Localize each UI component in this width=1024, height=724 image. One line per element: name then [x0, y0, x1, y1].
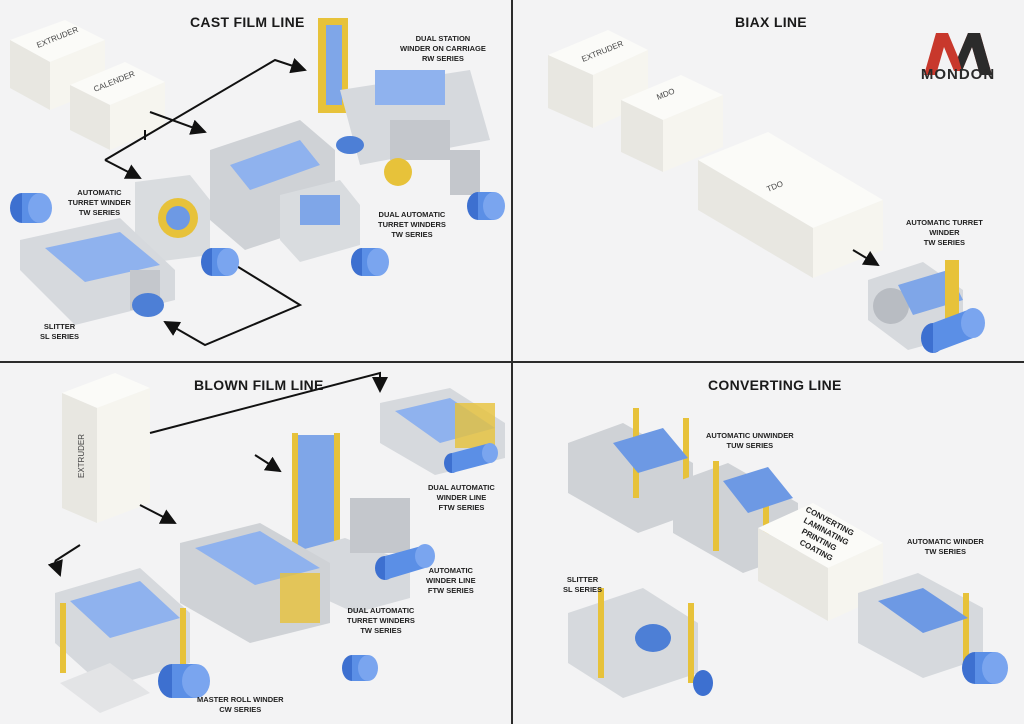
- automatic-unwinder-machine: [568, 408, 798, 573]
- extruder-label: EXTRUDER: [77, 434, 86, 478]
- cast-film-line-title: CAST FILM LINE: [190, 14, 305, 30]
- mondon-logo: [924, 33, 992, 75]
- casting-unit-machine: [210, 120, 360, 262]
- cast-film-line-diagram: EXTRUDER CALENDER: [10, 18, 505, 347]
- calender-box: [70, 62, 165, 150]
- automatic-winder-line-tower: [290, 433, 410, 613]
- film-roll: [962, 652, 1008, 684]
- blown-film-line-title: BLOWN FILM LINE: [194, 377, 324, 393]
- tdo-box: [698, 132, 883, 278]
- dual-automatic-turret-winders-machine: [180, 523, 330, 643]
- dual-station-winder-machine: [318, 18, 490, 195]
- film-roll: [351, 248, 389, 276]
- mdo-box: [621, 75, 723, 172]
- film-roll: [467, 192, 505, 220]
- blown-film-line-diagram: EXTRUDER: [47, 371, 505, 713]
- film-roll: [10, 193, 52, 223]
- cast-film-line-panel: EXTRUDER CALENDER CAST FILM LINE DUAL ST…: [0, 0, 511, 361]
- biax-line-title: BIAX LINE: [735, 14, 807, 30]
- film-roll: [158, 664, 210, 698]
- converting-line-diagram: CONVERTING LAMINATING PRINTING COATING: [568, 408, 1008, 698]
- mondon-logo-text: MONDON: [920, 66, 996, 83]
- extruder-tower: [62, 373, 150, 523]
- horizontal-divider: [0, 361, 1024, 363]
- extruder-box: [548, 30, 648, 128]
- converting-line-title: CONVERTING LINE: [708, 377, 842, 393]
- slitter-machine: [20, 218, 175, 325]
- biax-line-panel: EXTRUDER MDO TDO BIAX LINE AUTOMATIC TUR…: [513, 0, 1024, 361]
- automatic-winder-machine: [858, 573, 983, 678]
- film-roll: [342, 655, 378, 681]
- film-roll: [921, 308, 985, 353]
- slitter-machine: [568, 588, 713, 698]
- film-roll: [201, 248, 239, 276]
- converting-line-panel: CONVERTING LAMINATING PRINTING COATING C…: [513, 363, 1024, 724]
- biax-line-diagram: EXTRUDER MDO TDO: [548, 30, 985, 353]
- master-roll-winder-machine: [55, 568, 190, 713]
- film-roll: [375, 544, 435, 580]
- automatic-turret-winder-machine: [135, 175, 210, 262]
- film-roll: [444, 443, 498, 473]
